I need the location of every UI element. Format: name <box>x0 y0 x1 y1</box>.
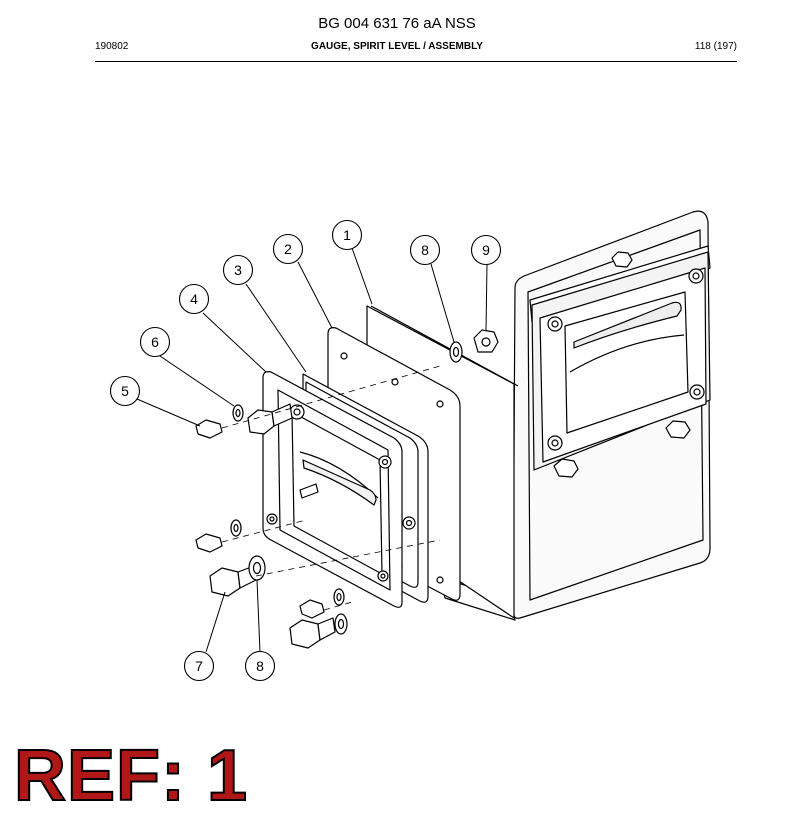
header-rule <box>95 61 737 62</box>
svg-text:1: 1 <box>343 227 351 243</box>
svg-text:3: 3 <box>234 262 242 278</box>
callout-8-bottom: 8 <box>244 650 276 682</box>
section-title: GAUGE, SPIRIT LEVEL / ASSEMBLY <box>311 41 483 52</box>
housing-body <box>439 210 711 621</box>
svg-text:7: 7 <box>195 658 203 674</box>
svg-text:8: 8 <box>421 242 429 258</box>
assembly-centerlines <box>221 365 441 611</box>
page-number: 118 (197) <box>694 41 737 52</box>
svg-text:5: 5 <box>121 383 129 399</box>
part-4-cover-frame <box>262 371 403 608</box>
callouts: 1 2 3 4 6 5 7 8 8 9 <box>109 219 502 682</box>
callout-leaders <box>136 247 488 653</box>
callout-5: 5 <box>109 375 141 407</box>
ref-label: REF: 1 <box>13 736 249 816</box>
callout-4: 4 <box>178 283 210 315</box>
callout-7: 7 <box>183 650 215 682</box>
callout-3: 3 <box>222 254 254 286</box>
callout-6: 6 <box>139 326 171 358</box>
svg-text:6: 6 <box>151 334 159 350</box>
svg-text:8: 8 <box>256 658 264 674</box>
svg-text:9: 9 <box>482 242 490 258</box>
callout-2: 2 <box>272 233 304 265</box>
callout-9: 9 <box>470 234 502 266</box>
callout-8-top: 8 <box>409 234 441 266</box>
svg-text:4: 4 <box>190 291 198 307</box>
svg-text:2: 2 <box>284 241 292 257</box>
fastener-screws <box>195 329 499 649</box>
callout-1: 1 <box>331 219 363 251</box>
document-title: BG 004 631 76 aA NSS <box>318 15 476 32</box>
date-code: 190802 <box>95 41 129 52</box>
